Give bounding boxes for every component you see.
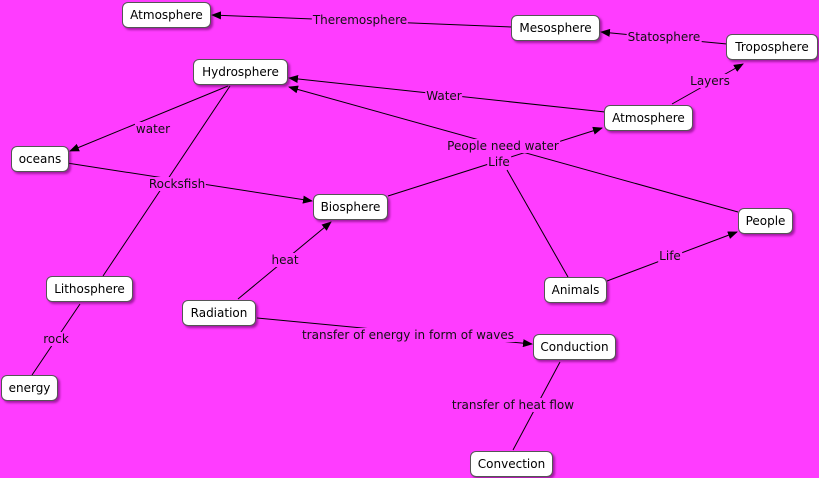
node-people[interactable]: People [738,208,793,234]
node-biosphere[interactable]: Biosphere [313,194,388,220]
edge-label-layers: Layers [689,74,731,88]
edge-label-rock: rock [42,332,70,346]
edge-label-transfer-heat: transfer of heat flow [450,398,576,412]
edge-label-theremosphere: Theremosphere [311,13,409,27]
edge-label-water-cap: Water [425,89,463,103]
node-hydrosphere[interactable]: Hydrosphere [193,59,288,85]
edge-label-life-right: Life [658,249,682,263]
node-mesosphere[interactable]: Mesosphere [511,15,600,41]
node-lithosphere[interactable]: Lithosphere [46,276,133,302]
node-troposphere[interactable]: Troposphere [726,34,818,60]
node-oceans[interactable]: oceans [11,146,69,172]
node-atmosphere-top[interactable]: Atmosphere [122,2,211,28]
edge-label-people-need-water: People need water [446,139,560,153]
edge-label-life-center: Life [487,155,511,169]
node-atmosphere[interactable]: Atmosphere [604,105,693,131]
edge-label-statosphere: Statosphere [626,30,702,44]
node-energy[interactable]: energy [1,375,58,401]
node-convection[interactable]: Convection [470,451,553,477]
edge-hydrosphere-oceans [69,85,229,152]
edge-label-heat: heat [270,253,300,267]
edge-animals-life [506,169,569,278]
node-conduction[interactable]: Conduction [533,334,616,360]
edge-label-rocksfish: Rocksfish [147,177,207,191]
node-radiation[interactable]: Radiation [182,300,256,326]
edge-label-transfer-waves: transfer of energy in form of waves [300,328,516,342]
node-animals[interactable]: Animals [544,277,607,303]
edge-label-water: water [134,122,172,136]
